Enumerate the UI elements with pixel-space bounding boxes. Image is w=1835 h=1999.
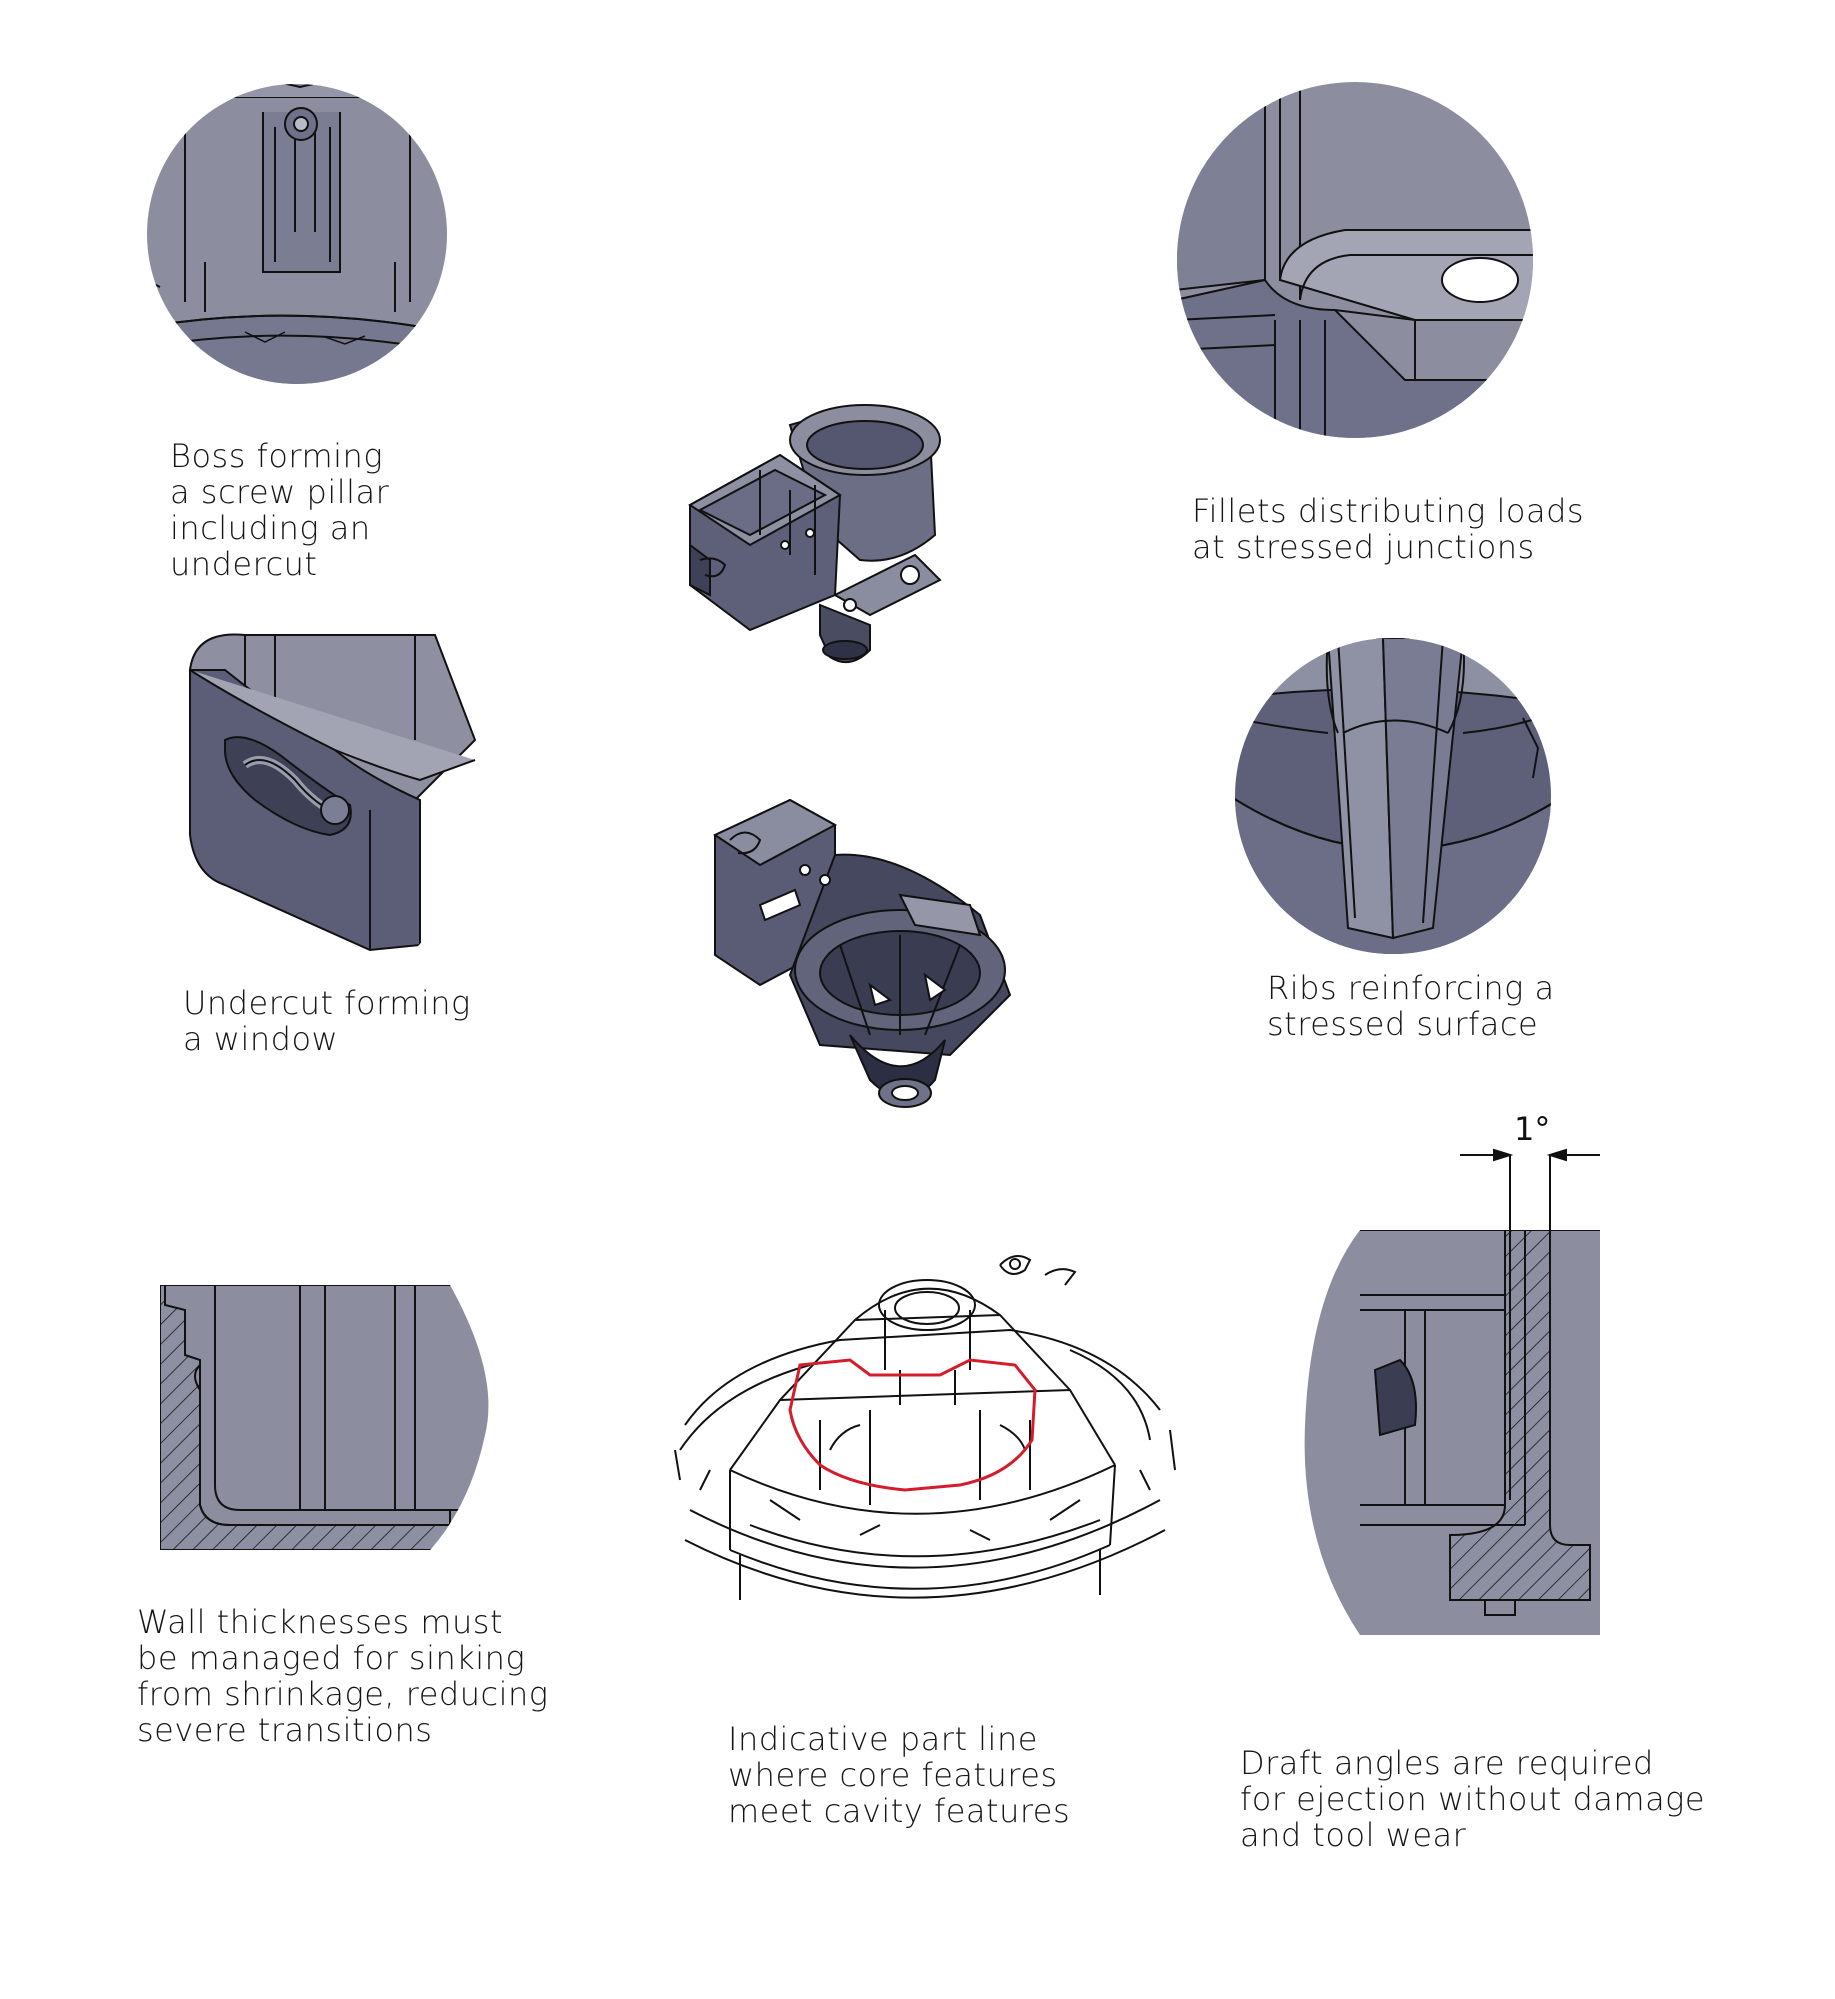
part-line-curve <box>788 1358 1037 1492</box>
window-detail-view <box>185 630 485 960</box>
boss-detail-view <box>145 82 450 387</box>
wall-caption-line: be managed for sinking <box>137 1639 526 1677</box>
window-caption-line: Undercut forming <box>183 984 471 1022</box>
ribs-caption: Ribs reinforcing a stressed surface <box>1267 970 1555 1042</box>
window-caption: Undercut forming a window <box>183 985 471 1057</box>
draft-caption-line: Draft angles are required <box>1240 1744 1654 1782</box>
part-isometric-top-view <box>670 395 1010 670</box>
draft-caption-line: and tool wear <box>1240 1816 1467 1854</box>
draft-caption-line: for ejection without damage <box>1240 1780 1706 1818</box>
ribs-caption-line: Ribs reinforcing a <box>1267 969 1555 1007</box>
draft-caption: Draft angles are required for ejection w… <box>1240 1745 1705 1853</box>
wall-section-view <box>160 1285 500 1550</box>
partline-caption-line: Indicative part line <box>728 1720 1038 1758</box>
partline-drawing <box>670 1250 1180 1660</box>
wall-caption-line: from shrinkage, reducing <box>137 1675 549 1713</box>
boss-caption-line: including an <box>170 509 371 547</box>
window-caption-line: a window <box>183 1020 339 1058</box>
ribs-detail-view <box>1233 638 1553 958</box>
partline-caption-line: where core features <box>728 1756 1058 1794</box>
wall-caption-line: Wall thicknesses must <box>137 1603 504 1641</box>
boss-caption-line: Boss forming <box>170 437 384 475</box>
wall-caption: Wall thicknesses must be managed for sin… <box>137 1604 548 1748</box>
draft-angle-label: 1° <box>1514 1110 1550 1148</box>
boss-caption-line: undercut <box>170 545 318 583</box>
boss-caption: Boss forming a screw pillar including an… <box>170 438 389 582</box>
fillets-caption: Fillets distributing loads at stressed j… <box>1192 493 1584 565</box>
boss-caption-line: a screw pillar <box>170 473 390 511</box>
part-isometric-bottom-view <box>700 795 1030 1125</box>
wall-caption-line: severe transitions <box>137 1711 433 1749</box>
fillets-detail-view <box>1175 80 1535 440</box>
draft-section-view: 1° <box>1300 1105 1620 1635</box>
partline-caption: Indicative part line where core features… <box>728 1721 1070 1829</box>
partline-caption-line: meet cavity features <box>728 1792 1071 1830</box>
ribs-caption-line: stressed surface <box>1267 1005 1539 1043</box>
fillets-caption-line: Fillets distributing loads <box>1192 492 1585 530</box>
fillets-caption-line: at stressed junctions <box>1192 528 1535 566</box>
draft-angle-dimension <box>1460 1148 1600 1230</box>
